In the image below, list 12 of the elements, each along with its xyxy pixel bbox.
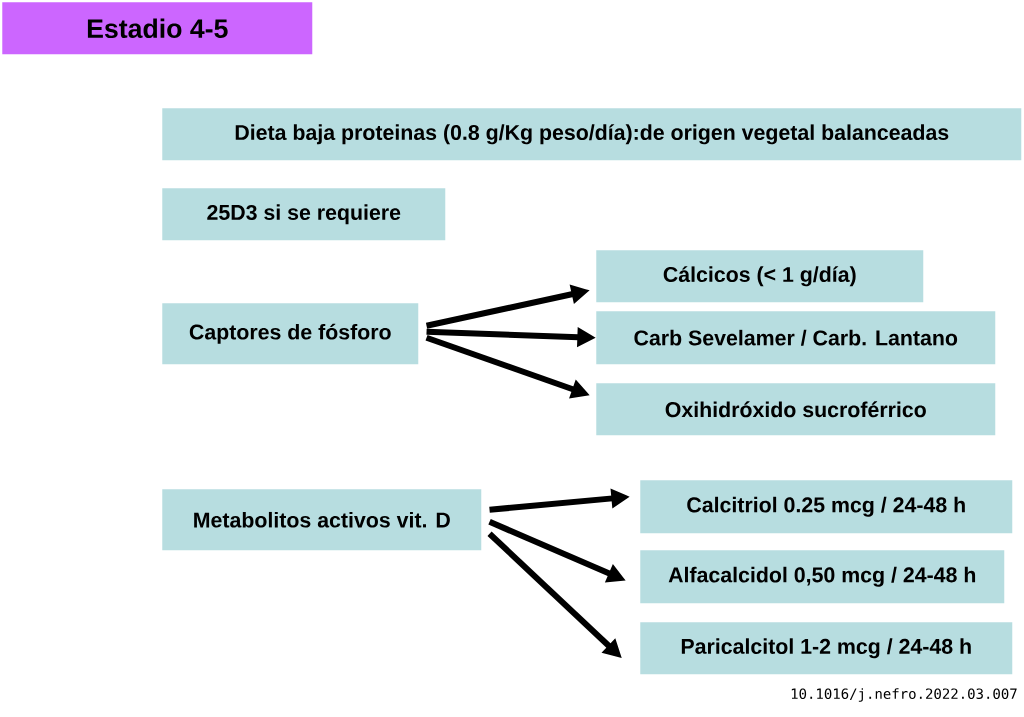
process-box: 25D3 si se requiere: [162, 188, 446, 241]
process-box: Oxihidróxido sucroférrico: [596, 383, 996, 436]
process-box: Cálcicos (< 1 g/día): [596, 250, 924, 303]
process-box: Paricalcitol 1-2 mcg / 24-48 h: [640, 622, 1013, 675]
process-box: Dieta baja proteinas (0.8 g/Kg peso/día):de origen vegetal balanceadas: [162, 108, 1022, 161]
process-box: Alfacalcidol 0,50 mcg / 24-48 h: [640, 550, 1005, 604]
process-box: Carb Sevelamer / Carb. Lantano: [596, 311, 996, 365]
doi-text: 10.1016/j.nefro.2022.03.007: [791, 688, 1017, 702]
process-box: Calcitriol 0.25 mcg / 24-48 h: [640, 480, 1013, 534]
title-box: Estadio 4-5: [2, 2, 313, 55]
process-box: Captores de fósforo: [162, 303, 419, 365]
process-box: Metabolitos activos vit. D: [162, 489, 482, 551]
